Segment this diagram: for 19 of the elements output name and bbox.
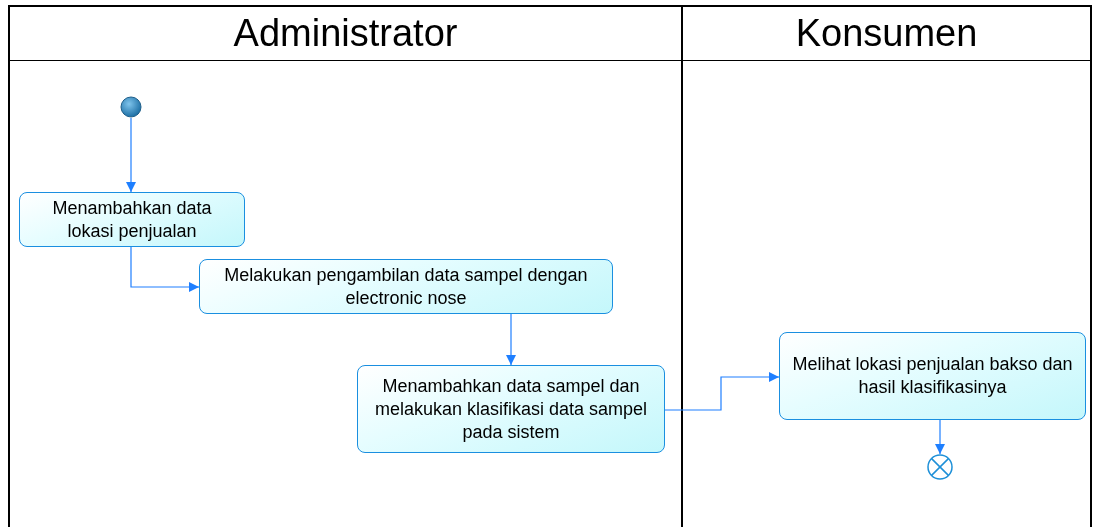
- action-box: [199, 259, 613, 314]
- action-box: [357, 365, 665, 453]
- arrow: [506, 313, 516, 366]
- action-box: [19, 192, 245, 247]
- swimlane: [8, 5, 683, 527]
- arrow: [126, 117, 136, 193]
- lane-header: Konsumen: [683, 7, 1090, 61]
- arrow: [935, 419, 945, 455]
- action-label: Menambahkan data lokasi penjualan: [51, 196, 213, 243]
- initial-node: [120, 96, 142, 118]
- action-box: [779, 332, 1086, 420]
- action-label: Melihat lokasi penjualan bakso dan hasil klasifikasinya: [791, 353, 1074, 399]
- lane-header: Administrator: [10, 7, 681, 61]
- swimlane: [683, 5, 1092, 527]
- final-node: [927, 454, 953, 480]
- action-label: Menambahkan data sampel dan melakukan klasifikasi data sampel pada sistem: [373, 374, 649, 444]
- arrow: [664, 372, 780, 411]
- arrow: [130, 246, 200, 292]
- action-label: Melakukan pengambilan data sampel dengan electronic nose: [223, 263, 589, 310]
